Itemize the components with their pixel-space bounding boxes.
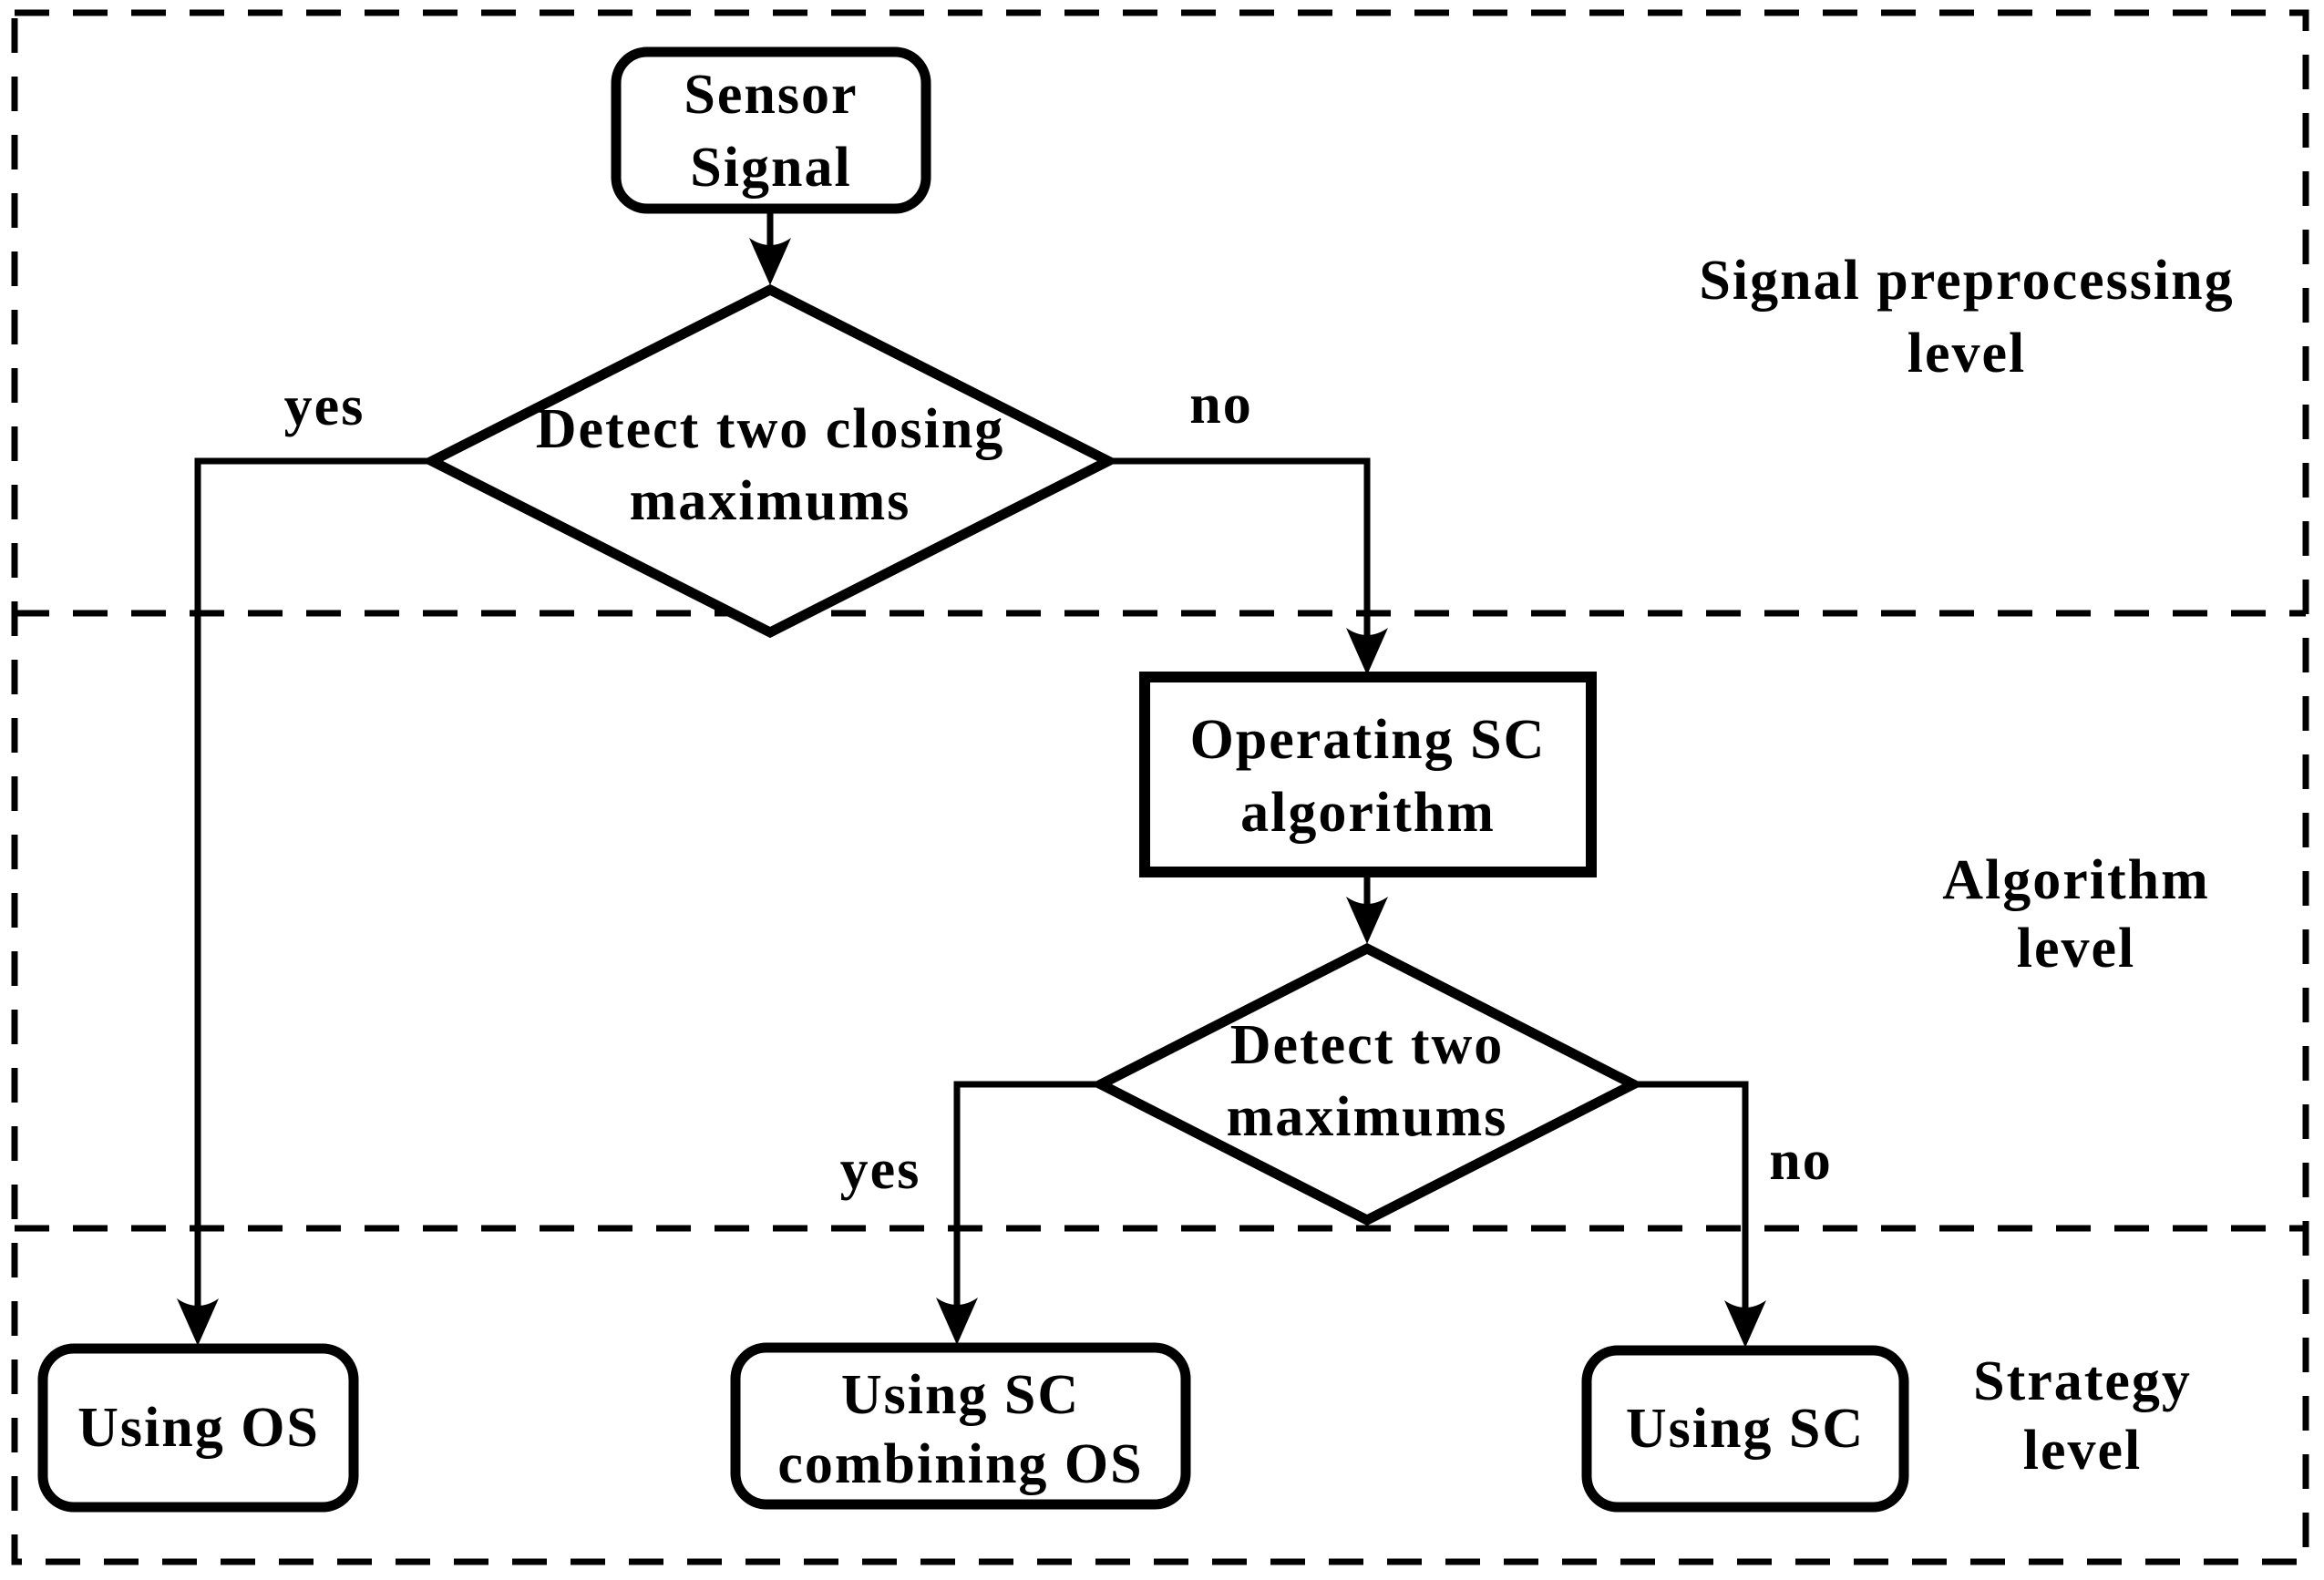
node-operating-sc-algorithm-label-line1: Operating SC [1190, 709, 1547, 771]
node-detect-two-maximums [1089, 942, 1645, 1226]
edge-detect-two-yes-to-using-sc-combining-os [936, 1081, 1101, 1345]
level-label-strategy-line2: level [2023, 1420, 2143, 1482]
edge-label-closing-yes: yes [284, 375, 365, 437]
level-label-signal-preprocessing-line2: level [1908, 323, 2027, 385]
node-using-sc-combining-os [730, 1342, 1191, 1510]
level-label-algorithm-line2: level [2017, 918, 2136, 980]
node-using-os [37, 1343, 359, 1513]
node-using-sc-label: Using SC [1626, 1398, 1865, 1460]
node-detect-two-closing-maximums [420, 283, 1120, 639]
edge-detect-closing-no-to-operating-sc [1108, 457, 1388, 675]
edge-detect-closing-yes-to-using-os [177, 457, 430, 1346]
node-using-os-label: Using OS [77, 1397, 320, 1459]
node-using-sc-combining-os-label-line2: combining OS [777, 1433, 1143, 1495]
node-detect-two-maximums-label-line1: Detect two [1230, 1014, 1505, 1076]
node-using-sc [1581, 1345, 1909, 1513]
node-operating-sc-algorithm [1139, 672, 1597, 877]
edge-detect-two-no-to-using-sc [1633, 1081, 1766, 1348]
node-using-sc-combining-os-label-line1: Using SC [841, 1364, 1080, 1426]
node-detect-two-closing-maximums-label-line1: Detect two closing [536, 398, 1005, 460]
node-operating-sc-algorithm-label-line2: algorithm [1240, 782, 1496, 844]
node-sensor-signal-label-line1: Sensor [684, 64, 858, 126]
level-label-strategy-line1: Strategy [1973, 1350, 2192, 1412]
edge-label-two-yes: yes [840, 1139, 921, 1201]
outer-dashed-border [11, 9, 2309, 1565]
level-label-signal-preprocessing-line1: Signal preprocessing [1699, 250, 2234, 312]
edge-label-two-no: no [1769, 1130, 1832, 1192]
node-sensor-signal [611, 46, 931, 214]
node-sensor-signal-label-line2: Signal [690, 137, 851, 199]
node-detect-two-maximums-label-line2: maximums [1227, 1086, 1508, 1148]
level-label-algorithm-line1: Algorithm [1942, 849, 2210, 911]
edge-label-closing-no: no [1189, 374, 1252, 436]
node-detect-two-closing-maximums-label-line2: maximums [630, 470, 911, 532]
